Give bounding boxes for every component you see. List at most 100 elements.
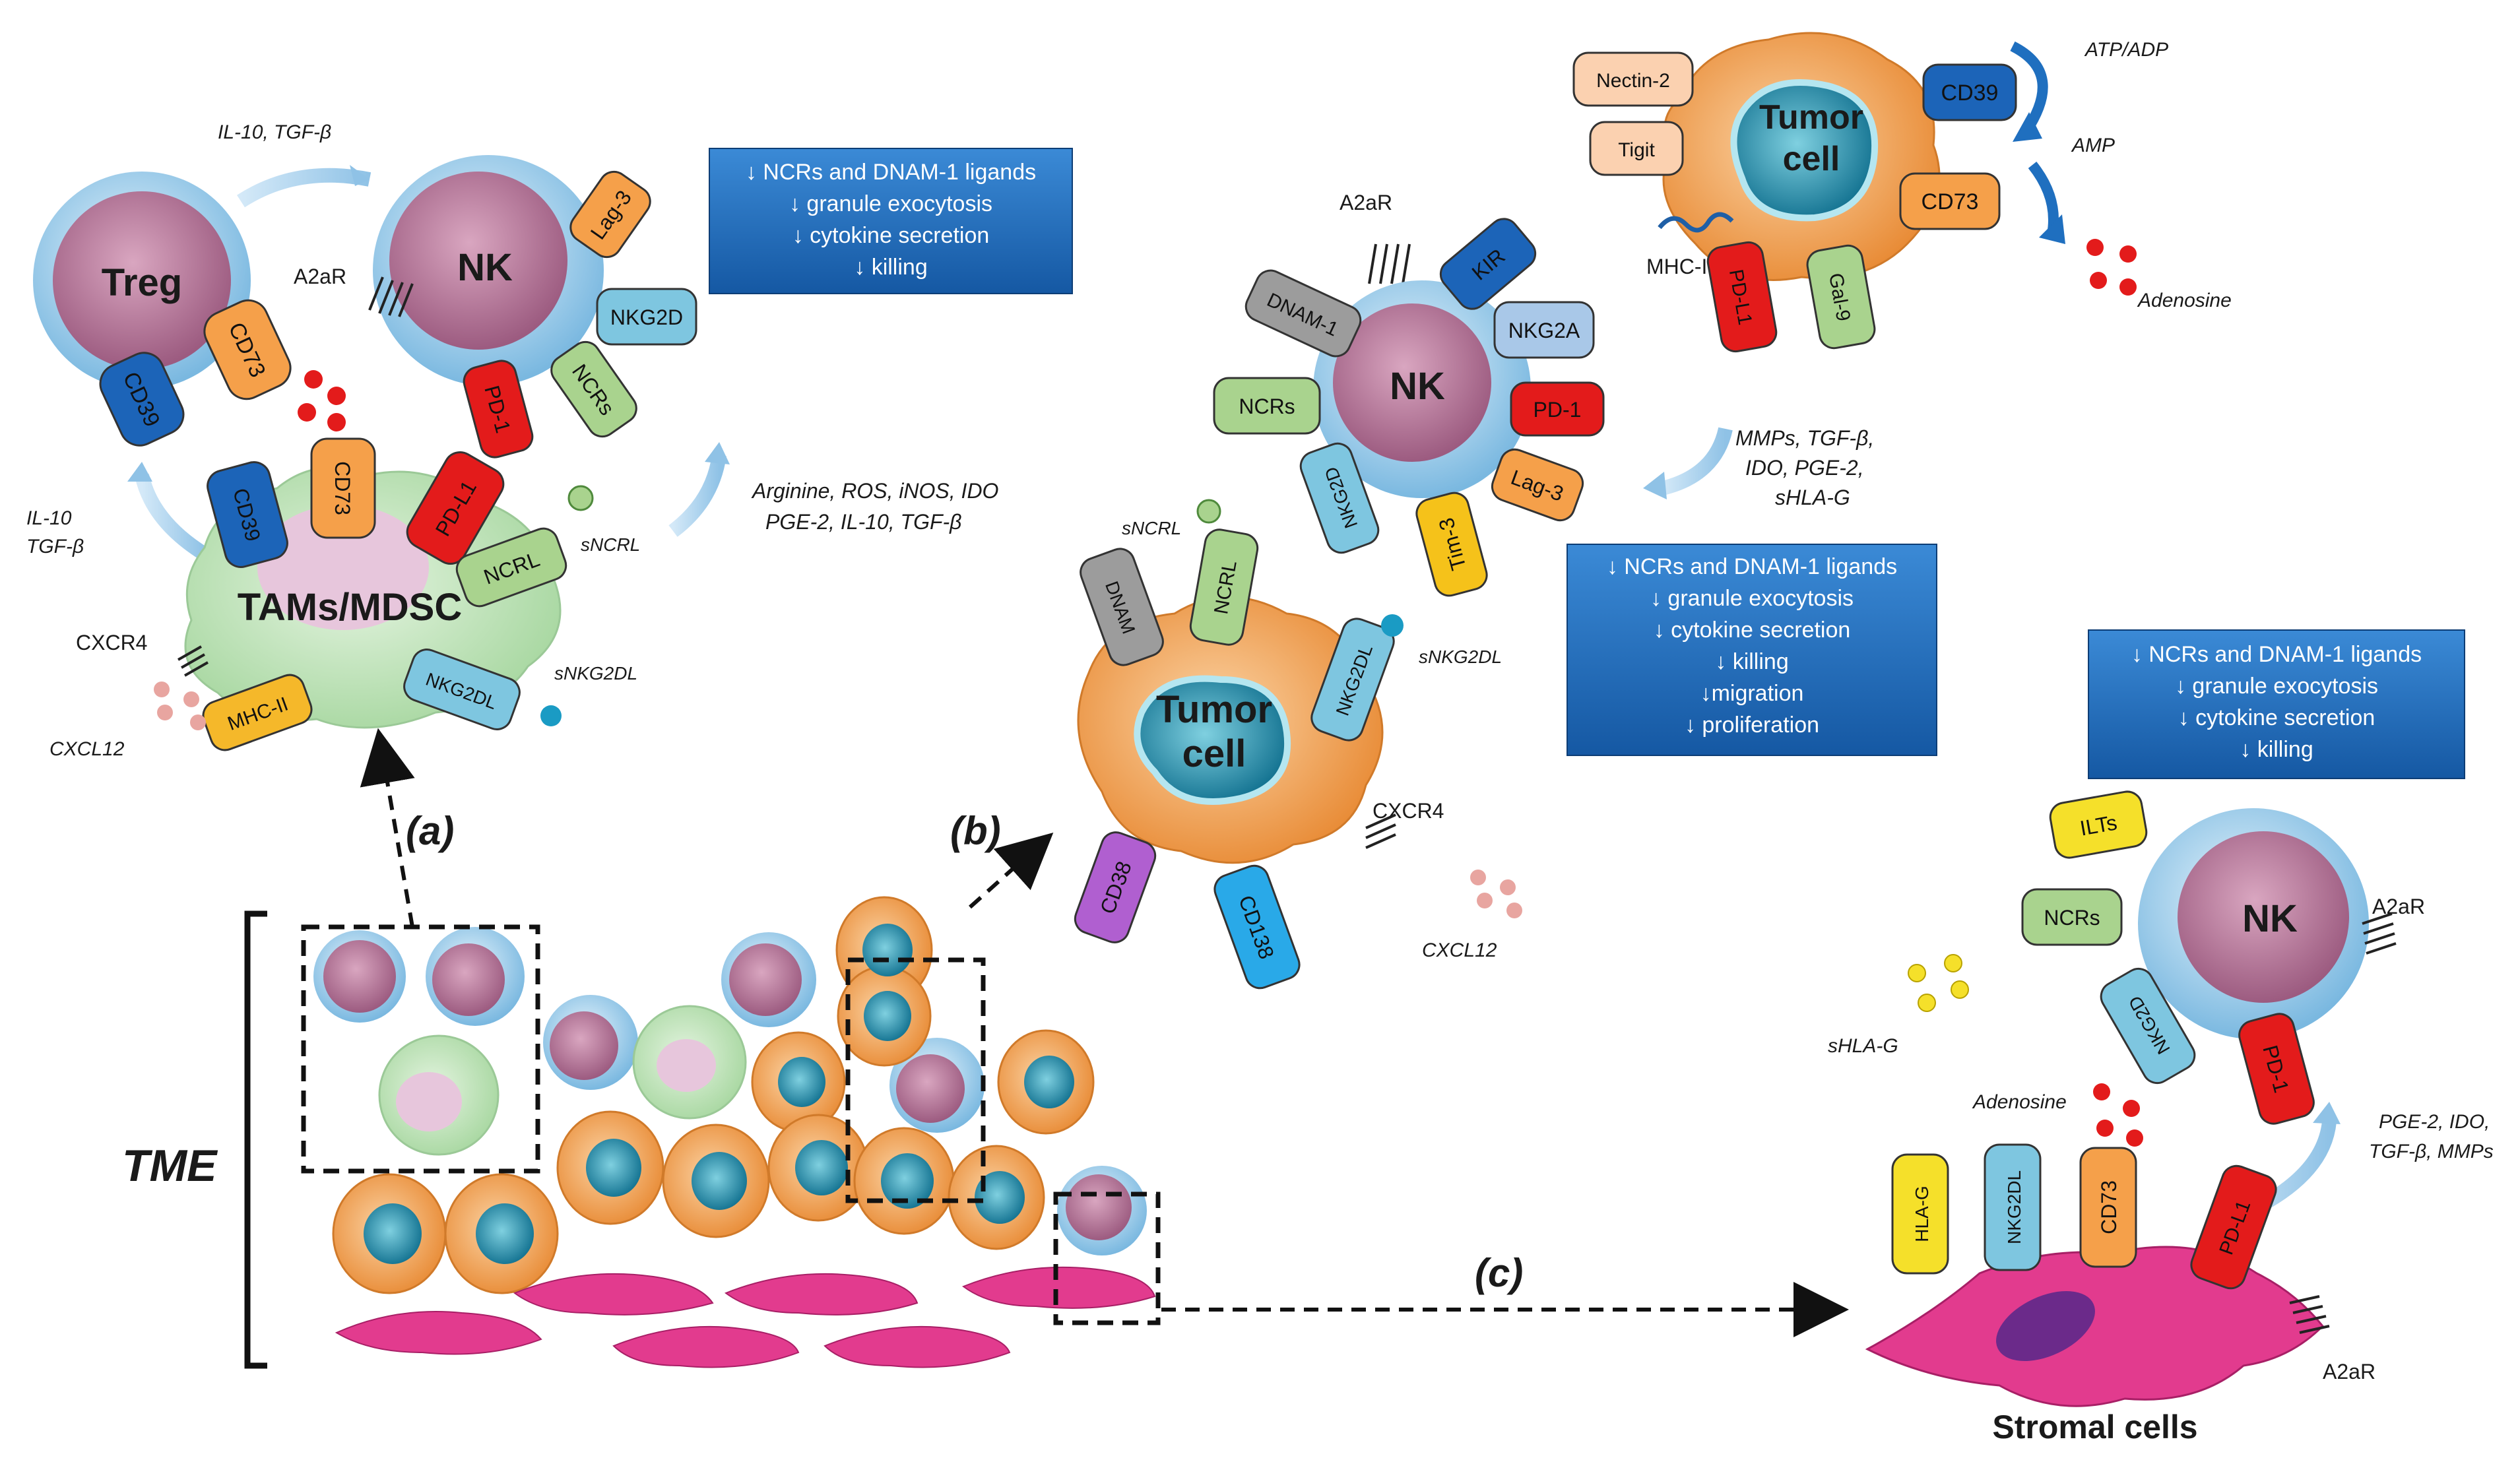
curved-arrow-tumor-nk [1661,427,1733,495]
svg-text:Tigit: Tigit [1618,139,1655,161]
svg-text:↓ granule exocytosis: ↓ granule exocytosis [2175,674,2378,699]
cd39-receptor: CD39 [99,352,185,447]
tim3-receptor: Tim-3 [1415,492,1488,597]
treg-cell: Treg [33,172,251,389]
snkg2dl-dot [540,705,562,726]
cd73-receptor: CD73 [203,299,292,400]
kir-receptor: KIR [1439,218,1537,310]
svg-text:↓ NCRs and DNAM-1 ligands: ↓ NCRs and DNAM-1 ligands [1607,554,1897,579]
dashed-arrow-b [968,832,1054,909]
tumor-cell-b: Tumor cell [1077,596,1384,864]
a2ar-label: A2aR [294,265,346,288]
dnam-receptor: DNAM [1080,548,1164,666]
nk-cell-c: NK [2138,808,2369,1039]
svg-text:PD-1: PD-1 [1534,398,1582,422]
tme-label: TME [122,1141,218,1191]
curved-arrow-mdsc-nk [668,454,727,537]
snkg2dl-dot-b [1381,614,1404,637]
pdl1-receptor-top: PD-L1 [1706,241,1778,353]
amp-label: AMP [2071,135,2115,156]
treg-label: Treg [102,261,183,304]
stromal-cells-label: Stromal cells [1992,1409,2197,1445]
adenosine-dots-c [2093,1083,2143,1147]
effect-box-3: ↓ NCRs and DNAM-1 ligands ↓ granule exoc… [2088,629,2465,779]
nectin2-receptor: Nectin-2 [1572,51,1694,107]
adenosine-label-c: Adenosine [1972,1091,2067,1113]
sncrl-dot [567,485,594,511]
arrow-amp-adenosine [2028,162,2059,236]
svg-text:CD73: CD73 [331,461,354,515]
pge-line-2: TGF-β, MMPs [2369,1141,2494,1162]
a2ar-label-c: A2aR [2372,895,2425,918]
svg-text:↓ killing: ↓ killing [2240,737,2313,762]
svg-text:NK: NK [2242,897,2298,940]
adenosine-dots [298,370,346,431]
nkg2dl-receptor: NKG2DL [403,649,521,730]
curved-arrow-mdsc-treg [135,473,209,561]
arginine-line-2: PGE-2, IL-10, TGF-β [765,510,961,534]
tme-bracket [244,910,267,1369]
a2ar-receptor-c [2362,912,2397,955]
ncrs-receptor-c: NCRs [2021,888,2123,946]
nkg2d-receptor-b: NKG2D [1299,442,1380,554]
ncrl-receptor-b: NCRL [1189,528,1259,646]
stromal-cell [1865,1246,2325,1407]
arrow-atp-amp [2010,41,2048,135]
svg-text:↓ killing: ↓ killing [854,255,927,280]
svg-text:↓ cytokine secretion: ↓ cytokine secretion [1654,618,1851,643]
ncrs-receptor: NCRs [550,340,637,438]
sncrl-label: sNCRL [581,534,640,555]
shlag-dots [1908,954,1969,1012]
svg-text:↓ granule exocytosis: ↓ granule exocytosis [789,191,992,216]
cd138-receptor: CD138 [1213,864,1301,990]
tigit-receptor: Tigit [1589,121,1684,176]
svg-text:NKG2D: NKG2D [610,305,683,329]
dashed-box-c [1053,1191,1161,1325]
dnam1-receptor: DNAM-1 [1244,269,1362,358]
il10-label: IL-10 [26,507,72,529]
cxcl12-dots-left [154,682,206,730]
mmps-line-1: MMPs, TGF-β, [1735,426,1874,450]
a2ar-receptor-b [1368,243,1411,284]
svg-text:↓ NCRs and DNAM-1 ligands: ↓ NCRs and DNAM-1 ligands [2131,642,2422,667]
svg-text:NKG2A: NKG2A [1508,319,1580,342]
gal9-receptor: Gal-9 [1806,244,1876,350]
svg-text:Nectin-2: Nectin-2 [1596,70,1670,92]
effect-box-1: ↓ NCRs and DNAM-1 ligands ↓ granule exoc… [709,148,1073,294]
svg-text:↓ proliferation: ↓ proliferation [1685,713,1819,738]
cd73-receptor-mdsc: CD73 [310,437,376,539]
a2ar-label-b: A2aR [1340,191,1392,214]
cd38-receptor: CD38 [1074,831,1157,943]
ncrl-receptor: NCRL [455,527,567,608]
arrow-head [1643,472,1667,499]
atp-adp-label: ATP/ADP [2084,39,2168,61]
nkg2a-receptor: NKG2A [1493,301,1595,359]
adenosine-dots-top [2086,239,2137,296]
arrow-head [2313,1102,2341,1124]
pd1-receptor: PD-1 [463,360,534,459]
shlag-label: sHLA-G [1828,1035,1898,1057]
cxcl12-label: CXCL12 [49,738,125,760]
svg-text:NCRs: NCRs [2044,906,2100,930]
svg-text:↓ cytokine secretion: ↓ cytokine secretion [2178,705,2375,730]
dashed-arrow-a [360,728,415,928]
svg-text:↓migration: ↓migration [1700,681,1804,706]
svg-text:Tumor: Tumor [1156,688,1272,731]
nkg2d-receptor: NKG2D [596,288,697,346]
snkg2dl-label-b: sNKG2DL [1419,647,1502,667]
cxcr4-label: CXCR4 [76,631,147,654]
cd39-receptor-mdsc: CD39 [207,461,288,568]
arrow-head [705,442,730,464]
mmps-line-2: IDO, PGE-2, [1745,456,1864,480]
arrow-head [127,462,152,482]
svg-text:cell: cell [1182,732,1246,775]
nkg2dl-receptor-b: NKG2DL [1310,618,1395,742]
svg-text:Tumor: Tumor [1759,98,1863,137]
lag3-receptor: Lag-3 [569,170,651,259]
curved-arrow-treg-nk [237,168,372,208]
svg-text:CD39: CD39 [1941,80,1999,106]
pge-line-1: PGE-2, IDO, [2379,1111,2490,1133]
panel-a-label: (a) [406,809,454,853]
